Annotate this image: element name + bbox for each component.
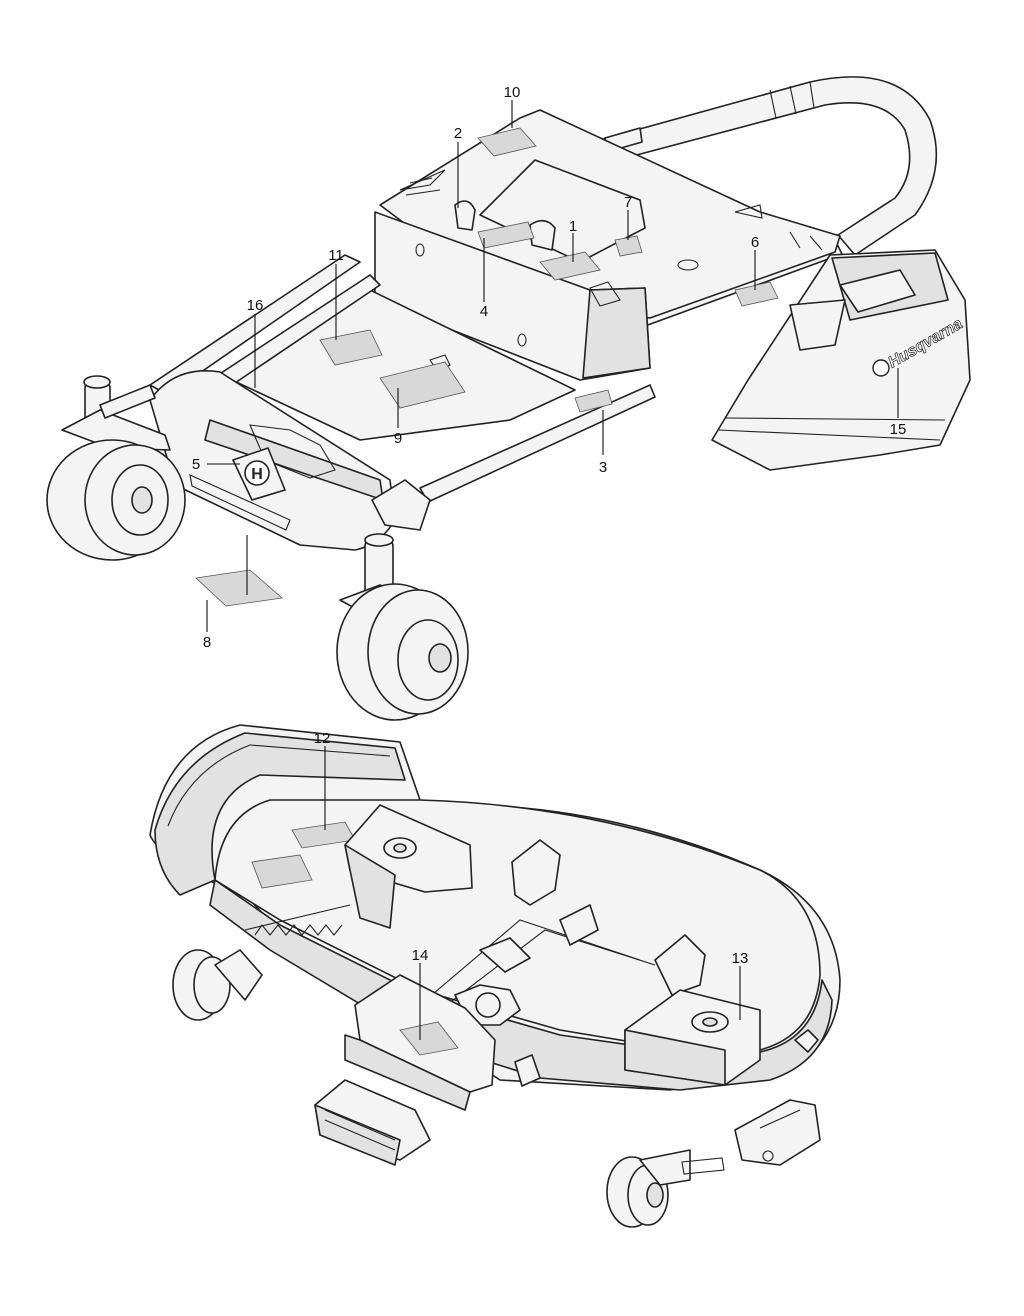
left-gauge-wheel — [172, 949, 263, 1021]
seat-block — [374, 159, 699, 381]
grease-fitting — [794, 1029, 819, 1053]
right-fender-pod: Husqvarna — [711, 249, 971, 471]
callout-1: 1 — [569, 218, 577, 235]
right-front-caster — [336, 479, 469, 721]
decal-3 — [574, 389, 613, 413]
callout-10: 10 — [504, 84, 521, 101]
front-roller — [314, 1079, 431, 1166]
linkage-rod — [419, 919, 656, 1011]
callout-3: 3 — [599, 459, 607, 476]
discharge-baffle — [154, 732, 406, 896]
cutting-deck-assembly — [149, 724, 841, 1228]
chassis-decals — [319, 127, 779, 413]
callout-13: 13 — [732, 950, 749, 967]
callout-4: 4 — [480, 303, 488, 320]
right-gauge-wheel — [606, 1149, 691, 1228]
decal-9 — [379, 361, 466, 409]
decal-10 — [477, 127, 537, 157]
deck-bracket-14 — [344, 974, 496, 1111]
decal-6 — [734, 281, 779, 307]
deck-skirt — [209, 879, 833, 1091]
right-spindle-cover — [624, 989, 761, 1086]
callout-14: 14 — [412, 947, 429, 964]
deck-right-bumper — [681, 1099, 821, 1175]
callout-5: 5 — [192, 456, 200, 473]
floating-decal-8 — [195, 569, 283, 607]
callout-7: 7 — [624, 194, 632, 211]
center-brackets — [479, 839, 706, 1087]
callout-12: 12 — [314, 730, 331, 747]
decal-7 — [614, 235, 643, 257]
callout-8: 8 — [203, 634, 211, 651]
decal-4 — [477, 221, 535, 249]
leader-lines — [206, 100, 899, 1040]
deck-plate — [251, 854, 313, 889]
left-front-caster — [46, 375, 186, 561]
callout-6: 6 — [751, 234, 759, 251]
callout-labels: 1 2 3 4 5 6 7 8 9 10 11 12 13 14 15 16 — [192, 84, 907, 967]
tension-spring — [244, 904, 351, 936]
bumper-logo-letter: H — [251, 466, 263, 483]
decal-1 — [539, 251, 601, 281]
callout-15: 15 — [890, 421, 907, 438]
callout-16: 16 — [247, 297, 264, 314]
bumper-logo-decal: H — [232, 447, 286, 501]
callout-2: 2 — [454, 125, 462, 142]
left-spindle-cover — [344, 804, 473, 929]
callout-11: 11 — [328, 247, 344, 264]
callout-9: 9 — [394, 430, 402, 447]
chassis-assembly: H — [46, 76, 971, 721]
